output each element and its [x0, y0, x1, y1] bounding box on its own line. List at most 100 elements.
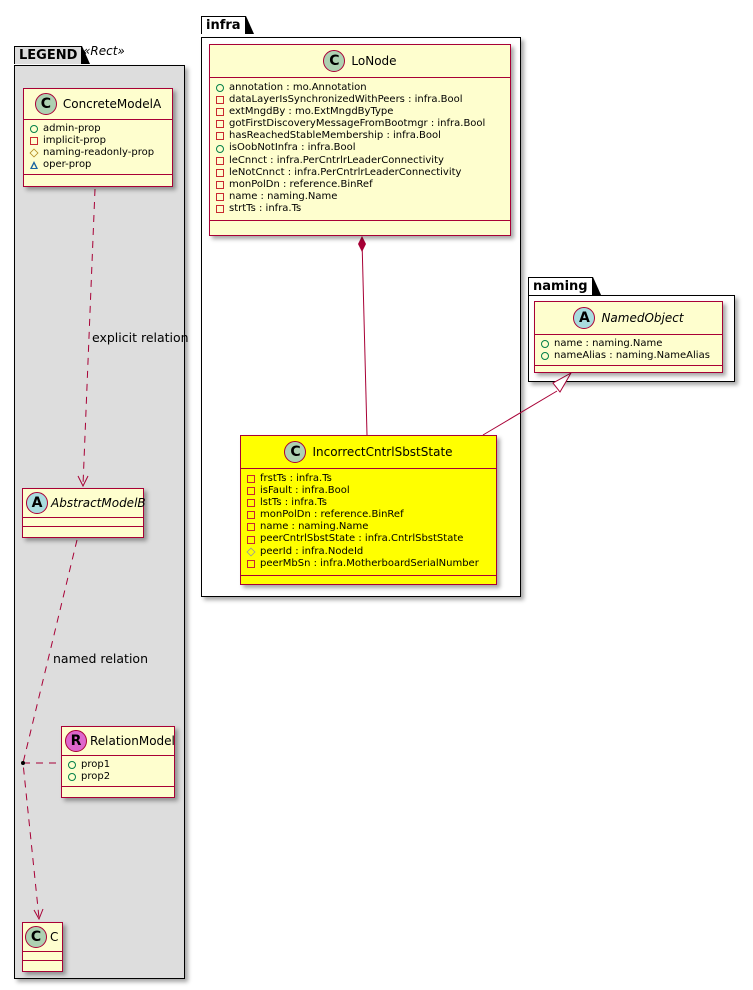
attribute: prop1 [68, 759, 168, 771]
attribute: extMngdBy : mo.ExtMngdByType [216, 106, 504, 118]
attribute: name : naming.Name [247, 521, 490, 533]
attribute-text: name : naming.Name [260, 521, 369, 533]
abstract-a-icon: A [26, 492, 48, 514]
class-relation-model[interactable]: R RelationModel prop1 prop2 [61, 726, 175, 798]
infra-package-tab: infra [201, 16, 254, 34]
class-name: ConcreteModelA [62, 97, 162, 111]
class-name: C [50, 930, 59, 944]
class-name: IncorrectCntrlSbstState [312, 445, 453, 459]
attribute-text: prop2 [81, 771, 111, 783]
operation-list [241, 576, 496, 584]
private-visibility-icon [216, 108, 224, 117]
naming-package-label: naming [533, 279, 588, 294]
attribute: peerId : infra.NodeId [246, 545, 490, 558]
private-visibility-icon [216, 120, 224, 129]
naming-package-tab: naming [528, 277, 601, 295]
attribute: dataLayerIsSynchronizedWithPeers : infra… [216, 94, 504, 106]
class-name: AbstractModelB [51, 496, 146, 510]
class-c[interactable]: C C [22, 922, 63, 972]
attribute-text: annotation : mo.Annotation [229, 82, 367, 93]
private-visibility-icon [216, 168, 224, 177]
attribute-text: leNotCnnct : infra.PerCntrlrLeaderConnec… [229, 166, 462, 178]
attribute-list: frstTs : infra.Ts isFault : infra.Bool l… [241, 469, 496, 576]
attribute-text: isOobNotInfra : infra.Bool [229, 142, 356, 154]
private-visibility-icon [216, 156, 224, 165]
attribute-text: isFault : infra.Bool [260, 485, 350, 497]
attribute: name : naming.Name [541, 338, 716, 350]
class-concrete-model-a[interactable]: C ConcreteModelA admin-prop implicit-pro… [23, 88, 173, 187]
attribute-text: extMngdBy : mo.ExtMngdByType [229, 106, 394, 118]
class-lo-node[interactable]: C LoNode annotation : mo.Annotation data… [209, 44, 511, 236]
class-c-icon: C [323, 50, 346, 72]
private-visibility-icon [216, 96, 224, 105]
attribute-list: annotation : mo.Annotation dataLayerIsSy… [210, 78, 510, 222]
attribute: name : naming.Name [216, 191, 504, 203]
explicit-relation-label: explicit relation [92, 330, 189, 345]
private-visibility-icon [247, 535, 255, 544]
class-abstract-model-b[interactable]: A AbstractModelB [22, 488, 146, 538]
class-header: C LoNode [210, 45, 510, 78]
attribute-text: name : naming.Name [554, 338, 663, 349]
class-header: A NamedObject [535, 302, 722, 335]
private-visibility-icon [247, 511, 255, 520]
attribute-text: monPolDn : reference.BinRef [229, 178, 373, 190]
attribute-text: prop1 [81, 759, 111, 770]
package-visibility-icon [30, 161, 38, 170]
attribute: hasReachedStableMembership : infra.Bool [216, 130, 504, 142]
attribute-text: lstTs : infra.Ts [260, 497, 328, 509]
private-visibility-icon [247, 523, 255, 532]
public-visibility-icon [30, 125, 38, 134]
protected-visibility-icon [246, 547, 256, 557]
public-visibility-icon [216, 84, 224, 93]
attribute: leCnnct : infra.PerCntrlrLeaderConnectiv… [216, 155, 504, 167]
class-incorrect-cntrl-sbst-state[interactable]: C IncorrectCntrlSbstState frstTs : infra… [240, 435, 497, 585]
attribute: implicit-prop [30, 135, 166, 147]
attribute-text: peerMbSn : infra.MotherboardSerialNumber [260, 557, 479, 569]
attribute: frstTs : infra.Ts [247, 473, 490, 485]
attribute: nameAlias : naming.NameAlias [541, 350, 716, 362]
attribute: isFault : infra.Bool [247, 485, 490, 497]
attribute-text: hasReachedStableMembership : infra.Bool [229, 130, 441, 142]
attribute-text: name : naming.Name [229, 190, 338, 202]
public-visibility-icon [68, 761, 76, 770]
class-name: RelationModel [90, 734, 175, 748]
attribute-text: gotFirstDiscoveryMessageFromBootmgr : in… [229, 118, 486, 130]
attribute: lstTs : infra.Ts [247, 497, 490, 509]
attribute: gotFirstDiscoveryMessageFromBootmgr : in… [216, 118, 504, 130]
operation-list [62, 787, 174, 795]
attribute-text: admin-prop [43, 123, 101, 134]
legend-package-label: LEGEND [19, 48, 78, 63]
attribute-list: admin-prop implicit-prop naming-readonly… [24, 120, 172, 176]
public-visibility-icon [216, 144, 224, 153]
attribute-list [23, 952, 62, 961]
class-header: C ConcreteModelA [24, 89, 172, 120]
class-header: C IncorrectCntrlSbstState [241, 436, 496, 469]
operation-list [23, 961, 62, 969]
abstract-a-icon: A [573, 307, 596, 329]
attribute: monPolDn : reference.BinRef [247, 509, 490, 521]
class-name: NamedObject [601, 311, 684, 325]
relation-r-icon: R [65, 730, 87, 752]
protected-visibility-icon [29, 148, 39, 158]
class-c-icon: C [284, 441, 307, 463]
attribute: annotation : mo.Annotation [216, 82, 504, 94]
attribute-text: peerId : infra.NodeId [260, 545, 364, 557]
class-named-object[interactable]: A NamedObject name : naming.Name nameAli… [534, 301, 723, 373]
private-visibility-icon [216, 132, 224, 141]
operation-list [535, 366, 722, 374]
attribute-text: implicit-prop [43, 135, 106, 147]
public-visibility-icon [541, 340, 549, 349]
attribute-text: frstTs : infra.Ts [260, 473, 332, 484]
private-visibility-icon [216, 192, 224, 201]
infra-package-label: infra [206, 18, 241, 33]
legend-stereotype: «Rect» [83, 44, 125, 58]
attribute: leNotCnnct : infra.PerCntrlrLeaderConnec… [216, 167, 504, 179]
attribute-text: monPolDn : reference.BinRef [260, 509, 404, 521]
attribute: isOobNotInfra : infra.Bool [216, 142, 504, 154]
attribute-text: strtTs : infra.Ts [229, 202, 302, 214]
attribute-text: oper-prop [43, 159, 92, 171]
attribute: admin-prop [30, 123, 166, 135]
operation-list [210, 221, 510, 229]
private-visibility-icon [247, 499, 255, 508]
class-header: A AbstractModelB [23, 489, 146, 518]
